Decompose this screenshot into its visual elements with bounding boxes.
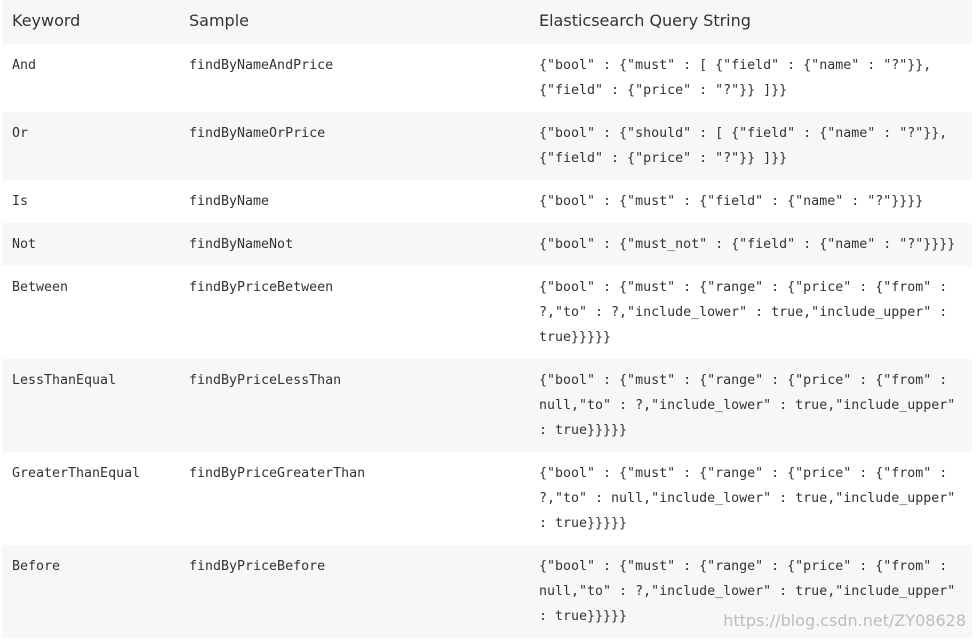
query-line: : true}}}}} — [539, 609, 628, 624]
query-cell: {"bool" : {"must_not" : {"field" : {"nam… — [529, 223, 972, 266]
query-line: {"bool" : {"must" : {"range" : {"price" … — [539, 559, 948, 574]
header-row: Keyword Sample Elasticsearch Query Strin… — [2, 0, 972, 44]
query-cell: {"bool" : {"must" : {"range" : {"price" … — [529, 452, 972, 545]
sample-cell: findByPriceBetween — [179, 266, 529, 359]
query-line: {"bool" : {"should" : [ {"field" : {"nam… — [539, 126, 948, 141]
watermark: https://blog.csdn.net/ZY08628 — [723, 611, 966, 630]
query-cell: {"bool" : {"must" : {"range" : {"price" … — [529, 266, 972, 359]
query-cell: {"bool" : {"must" : {"field" : {"name" :… — [529, 180, 972, 223]
header-sample: Sample — [179, 0, 529, 44]
query-line: {"bool" : {"must" : {"range" : {"price" … — [539, 280, 948, 295]
query-line: {"bool" : {"must_not" : {"field" : {"nam… — [539, 237, 956, 252]
query-line: null,"to" : ?,"include_lower" : true,"in… — [539, 584, 956, 599]
query-line: : true}}}}} — [539, 516, 628, 531]
query-line: {"bool" : {"must" : {"range" : {"price" … — [539, 373, 948, 388]
keyword-cell: Before — [2, 545, 179, 638]
sample-cell: findByNameNot — [179, 223, 529, 266]
query-line: : true}}}}} — [539, 423, 628, 438]
query-cell: {"bool" : {"must" : {"range" : {"price" … — [529, 545, 972, 638]
sample-cell: findByName — [179, 180, 529, 223]
query-line: ?,"to" : null,"include_lower" : true,"in… — [539, 491, 956, 506]
query-line: {"field" : {"price" : "?"}} ]}} — [539, 151, 788, 166]
query-line: {"bool" : {"must" : {"range" : {"price" … — [539, 466, 948, 481]
keyword-cell: And — [2, 44, 179, 112]
query-line: {"bool" : {"must" : [ {"field" : {"name"… — [539, 58, 932, 73]
sample-cell: findByPriceGreaterThan — [179, 452, 529, 545]
query-cell: {"bool" : {"should" : [ {"field" : {"nam… — [529, 112, 972, 180]
keyword-cell: Not — [2, 223, 179, 266]
keyword-cell: Or — [2, 112, 179, 180]
keyword-cell: Is — [2, 180, 179, 223]
query-line: ?,"to" : ?,"include_lower" : true,"inclu… — [539, 305, 948, 320]
header-query: Elasticsearch Query String — [529, 0, 972, 44]
header-keyword: Keyword — [2, 0, 179, 44]
sample-cell: findByNameAndPrice — [179, 44, 529, 112]
query-line: {"field" : {"price" : "?"}} ]}} — [539, 83, 788, 98]
query-line: true}}}}} — [539, 330, 612, 345]
table-header: Keyword Sample Elasticsearch Query Strin… — [2, 0, 972, 44]
query-cell: {"bool" : {"must" : [ {"field" : {"name"… — [529, 44, 972, 112]
query-cell: {"bool" : {"must" : {"range" : {"price" … — [529, 359, 972, 452]
query-line: {"bool" : {"must" : {"field" : {"name" :… — [539, 194, 924, 209]
keyword-cell: Between — [2, 266, 179, 359]
query-line: null,"to" : ?,"include_lower" : true,"in… — [539, 398, 956, 413]
keyword-cell: LessThanEqual — [2, 359, 179, 452]
sample-cell: findByPriceLessThan — [179, 359, 529, 452]
sample-cell: findByNameOrPrice — [179, 112, 529, 180]
keyword-cell: GreaterThanEqual — [2, 452, 179, 545]
sample-cell: findByPriceBefore — [179, 545, 529, 638]
